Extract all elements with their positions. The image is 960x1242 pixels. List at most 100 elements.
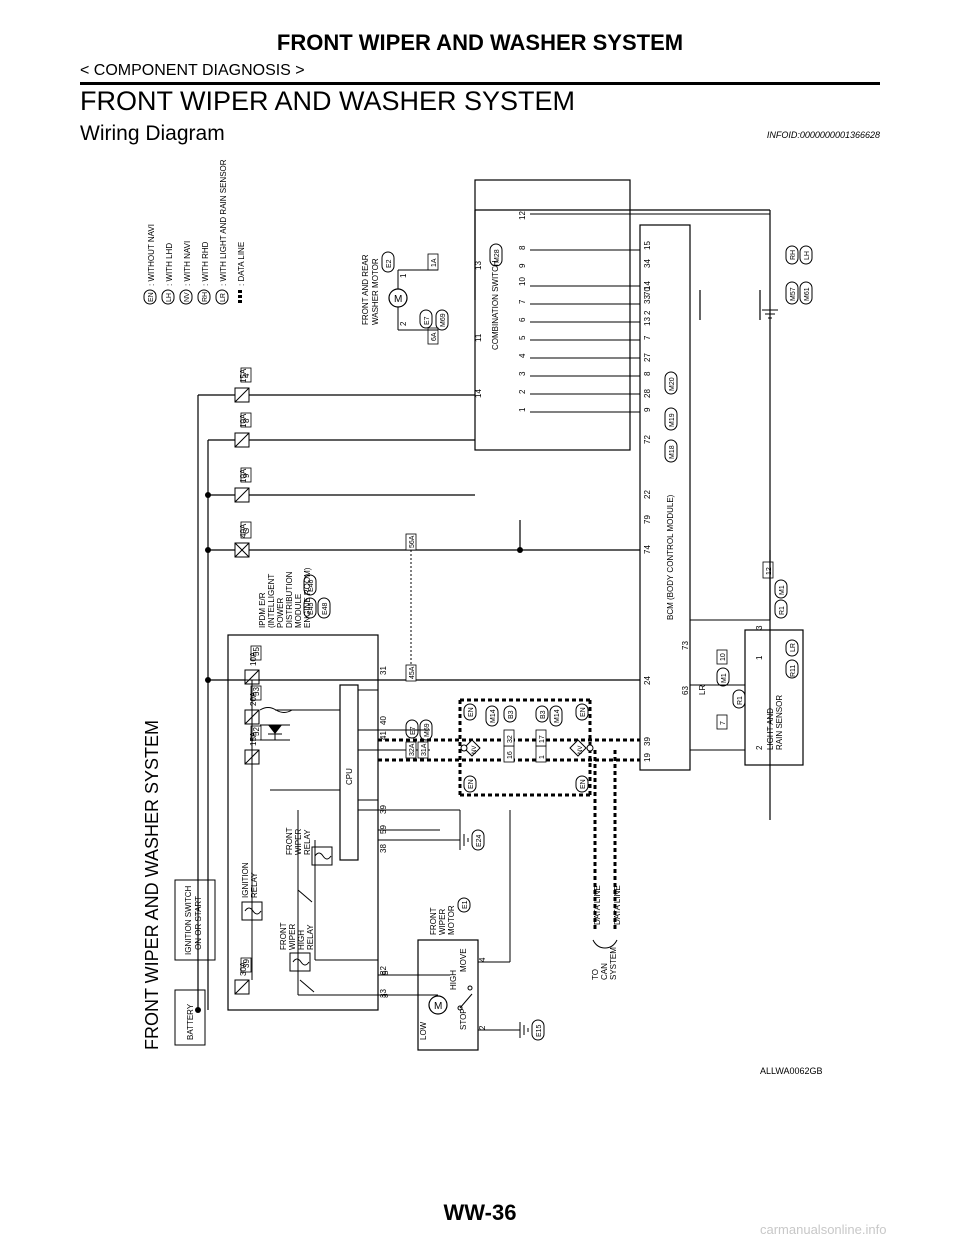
cs-terminal-8: 8 bbox=[518, 245, 527, 250]
ignition-relay-label-1: IGNITION bbox=[241, 862, 250, 898]
legend: EN : WITHOUT NAVI LH : WITH LHD NV : WIT… bbox=[143, 159, 246, 305]
fuse-10a-num: 55 bbox=[252, 647, 261, 656]
connector-m14-b: M14 bbox=[554, 709, 561, 723]
connector-32a: 32A bbox=[409, 743, 416, 756]
ipdm-connector-e46: E46 bbox=[308, 579, 315, 592]
figure-id: ALLWA0062GB bbox=[760, 1066, 823, 1076]
ipdm-label-4: DISTRIBUTION bbox=[285, 571, 294, 628]
ipdm-label-6: ENGINE ROOM) bbox=[303, 567, 312, 628]
subsection-title: Wiring Diagram bbox=[80, 122, 225, 145]
fuse-20a-amp: 20A bbox=[249, 691, 258, 706]
bcm-connector-m18: M18 bbox=[669, 445, 676, 459]
ipdm-terminal-41: 41 bbox=[379, 731, 388, 740]
motor-connector: E1 bbox=[462, 900, 469, 909]
bcm-terminal-79: 79 bbox=[643, 515, 652, 524]
legend-code-en: EN bbox=[148, 292, 155, 302]
wiring-diagram: FRONT WIPER AND WASHER SYSTEM EN : WITHO… bbox=[142, 159, 813, 1051]
connector-m14-a: M14 bbox=[490, 709, 497, 723]
connector-32: 32 bbox=[507, 735, 514, 743]
bcm-terminal-13: 13 bbox=[643, 317, 652, 326]
legend-text-nv: : WITH NAVI bbox=[183, 241, 192, 286]
bcm-label: BCM (BODY CONTROL MODULE) bbox=[666, 494, 675, 620]
connector-e24: E24 bbox=[476, 834, 483, 847]
info-id: INFOID:0000000001366628 bbox=[766, 130, 880, 140]
cs-terminal-14: 14 bbox=[474, 389, 483, 398]
bcm-terminal-24: 24 bbox=[643, 676, 652, 685]
ignition-switch-label-1: IGNITION SWITCH bbox=[184, 885, 193, 955]
cs-terminal-3: 3 bbox=[518, 371, 527, 376]
motor-terminal-4: 4 bbox=[478, 957, 487, 962]
combination-switch: COMBINATION SWITCH M28 14 11 13 1 2 3 4 … bbox=[474, 179, 631, 451]
fuse-30a-amp: 30A bbox=[239, 961, 248, 976]
bcm-terminal-73: 73 bbox=[681, 641, 690, 650]
bcm-terminal-8: 8 bbox=[643, 371, 652, 376]
bcm-terminal-72: 72 bbox=[643, 435, 652, 444]
motor-high: HIGH bbox=[449, 970, 458, 990]
ipdm-terminal-31: 31 bbox=[379, 666, 388, 675]
bcm-terminal-70: 70 bbox=[643, 287, 652, 296]
badge-en-1: EN bbox=[468, 707, 475, 717]
diagram-title: FRONT WIPER AND WASHER SYSTEM bbox=[142, 720, 162, 1050]
cpu-label: CPU bbox=[345, 768, 354, 785]
front-wiper-high-relay: FRONT WIPER HIGH RELAY bbox=[279, 922, 315, 993]
badge-nv-2: NV bbox=[578, 746, 584, 754]
legend-code-lr: LR bbox=[220, 293, 227, 302]
ipdm-terminal-38: 38 bbox=[379, 844, 388, 853]
bcm-terminal-15: 15 bbox=[643, 241, 652, 250]
connector-7: 7 bbox=[720, 721, 727, 725]
ignition-switch: IGNITION SWITCH ON OR START bbox=[174, 879, 216, 961]
ipdm-terminal-33: 33 bbox=[379, 989, 388, 998]
data-line-2: DATA LINE bbox=[613, 885, 622, 925]
sensor-terminal-3: 3 bbox=[755, 625, 764, 630]
legend-code-rh: RH bbox=[202, 292, 209, 302]
fuse-15a-4: 15A 4 bbox=[234, 367, 252, 403]
connector-10: 10 bbox=[720, 653, 727, 661]
bcm-terminal-2: 2 bbox=[643, 310, 652, 315]
connector-6a: 6A bbox=[431, 332, 438, 341]
connector-m1-a: M1 bbox=[721, 673, 728, 683]
washer-motor-label-2: WASHER MOTOR bbox=[371, 258, 380, 325]
connector-m69-top: M69 bbox=[440, 313, 447, 327]
ipdm: IPDM E/R (INTELLIGENT POWER DISTRIBUTION… bbox=[227, 567, 379, 1011]
badge-en-2: EN bbox=[468, 779, 475, 789]
ipdm-bcm-connectors: 56A 45A E7 M69 32A 31A bbox=[405, 533, 433, 759]
connector-56a: 56A bbox=[409, 535, 416, 548]
ipdm-fuses: 30A 39 15A 52 20A 53 10A 55 bbox=[234, 645, 262, 995]
bcm-terminal-39: 39 bbox=[643, 737, 652, 746]
light-rain-label-2: RAIN SENSOR bbox=[775, 695, 784, 750]
ipdm-terminal-59: 59 bbox=[379, 825, 388, 834]
fuse-10a-8: 10A 8 bbox=[234, 412, 252, 448]
cs-terminal-1: 1 bbox=[518, 407, 527, 412]
ipdm-connector-e45: E45 bbox=[308, 602, 315, 615]
svg-text:M: M bbox=[394, 294, 402, 305]
can-system-1: TO bbox=[591, 969, 600, 980]
bcm: BCM (BODY CONTROL MODULE) M18 M19 M20 19… bbox=[639, 224, 691, 771]
connector-rh: RH bbox=[790, 250, 797, 260]
watermark: carmanualsonline.info bbox=[760, 1222, 887, 1237]
washer-motor-connector: E2 bbox=[386, 259, 393, 268]
motor-stop: STOP bbox=[459, 1008, 468, 1030]
bcm-connector-m19: M19 bbox=[669, 413, 676, 427]
bcm-terminal-34: 34 bbox=[643, 259, 652, 268]
light-rain-sensor: LIGHT AND RAIN SENSOR R11 LR 2 1 3 bbox=[744, 625, 804, 766]
page-header-title: FRONT WIPER AND WASHER SYSTEM bbox=[276, 30, 684, 55]
fuse-15a-4-num: 4 bbox=[242, 373, 251, 378]
connector-m1-b: M1 bbox=[779, 585, 786, 595]
fuse-30a-num: 39 bbox=[242, 959, 251, 968]
front-wiper-relay: FRONT WIPER RELAY bbox=[285, 827, 333, 866]
connector-lr-pill: LR bbox=[790, 643, 797, 652]
legend-text-en: : WITHOUT NAVI bbox=[147, 224, 156, 286]
connector-m69-bottom: M69 bbox=[424, 723, 431, 737]
bcm-terminal-27: 27 bbox=[643, 353, 652, 362]
badge-nv-1: NV bbox=[472, 746, 478, 754]
connector-31a: 31A bbox=[421, 743, 428, 756]
svg-text:M: M bbox=[434, 1001, 442, 1012]
fuse-15a-amp: 15A bbox=[249, 731, 258, 746]
bcm-terminal-28: 28 bbox=[643, 389, 652, 398]
can-system-2: CAN bbox=[600, 963, 609, 980]
bcm-terminal-63: 63 bbox=[681, 686, 690, 695]
bcm-terminal-74: 74 bbox=[643, 545, 652, 554]
sensor-terminal-1: 1 bbox=[755, 655, 764, 660]
fuse-10a-9: 10A 9 bbox=[234, 467, 252, 503]
ignition-relay-label-2: RELAY bbox=[250, 872, 259, 898]
